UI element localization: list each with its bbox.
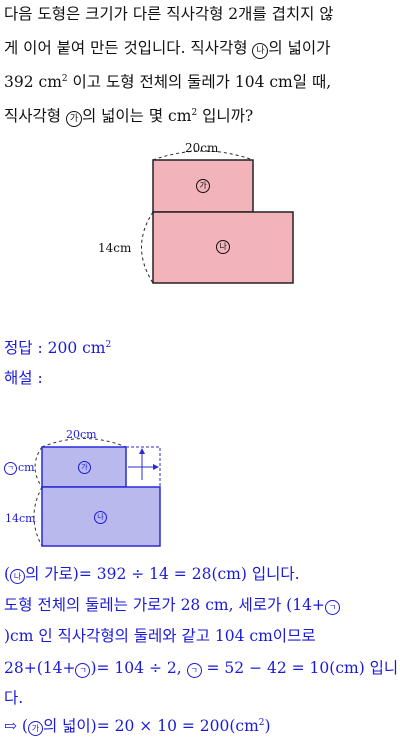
rect-a-badge: 가 — [27, 721, 43, 736]
question-text: 입니까? — [197, 107, 254, 125]
sol-left-arc-a — [34, 446, 43, 488]
superscript: 2 — [61, 73, 68, 84]
sol-rect-b-label: 나 — [94, 511, 107, 524]
var-badge: ㄱ — [186, 663, 202, 678]
solution-text: )= 104 ÷ 2, — [90, 659, 187, 677]
sol-top-label: 20cm — [66, 428, 97, 441]
superscript: 2 — [258, 717, 265, 728]
solution-line-2: 도형 전체의 둘레는 가로가 28 cm, 세로가 (14+ㄱ — [4, 593, 340, 615]
solution-line-4: 28+(14+ㄱ)= 104 ÷ 2, ㄱ = 52 − 42 = 10(cm)… — [4, 656, 398, 678]
superscript: 2 — [191, 107, 198, 118]
solution-text: = 52 − 42 = 10(cm) 입니 — [201, 659, 399, 677]
sol-bottom-label: 14cm — [5, 512, 36, 525]
answer-text: 정답 : 200 cm — [4, 339, 106, 357]
rect-b-badge: 나 — [10, 569, 26, 584]
rect-b-label: 나 — [216, 240, 230, 254]
paren-open: ( — [4, 565, 11, 583]
solution-label: 해설 : — [4, 369, 43, 387]
solution-text: 의 넓이)= 20 × 10 = 200(cm — [42, 717, 259, 735]
solution-text: ⇨ ( — [4, 717, 28, 735]
sol-left-label: cm — [18, 461, 35, 474]
question-text: 직사각형 — [4, 107, 66, 125]
superscript: 2 — [105, 339, 112, 350]
var-badge: ㄱ — [75, 663, 91, 678]
solution-text: 도형 전체의 둘레는 가로가 28 cm, 세로가 (14+ — [4, 596, 325, 614]
sol-extension-dashed — [126, 446, 161, 487]
rect-a-badge: 가 — [65, 111, 82, 127]
question-line-1: 다음 도형은 크기가 다른 직사각형 2개를 겹치지 않 — [4, 5, 334, 23]
solution-text: ) — [264, 717, 271, 735]
sol-right-arrowhead — [153, 464, 159, 470]
question-text: 의 넓이는 몇 cm — [81, 107, 192, 125]
answer-line: 정답 : 200 cm2 — [4, 336, 111, 358]
solution-text: 28+(14+ — [4, 659, 76, 677]
solution-text: 의 가로)= 392 ÷ 14 = 28(cm) 입니다. — [25, 565, 300, 583]
solution-line-3: )cm 인 직사각형의 둘레와 같고 104 cm이므로 — [4, 627, 316, 645]
sol-left-badge: ㄱ — [4, 462, 17, 475]
top-dimension-arc — [152, 150, 254, 161]
question-text: 392 cm — [4, 73, 62, 91]
question-text: 게 이어 붙여 만든 것입니다. 직사각형 — [4, 39, 253, 57]
var-badge: ㄱ — [324, 600, 340, 615]
sol-rect-a-label: 가 — [78, 461, 91, 474]
side-dimension-arc — [141, 211, 154, 284]
rect-a-label: 가 — [196, 179, 210, 193]
sol-up-arrowhead — [139, 448, 145, 454]
question-line-3: 392 cm2 이고 도형 전체의 둘레가 104 cm일 때, — [4, 70, 331, 92]
question-text: 의 넓이가 — [268, 39, 331, 57]
solution-line-5: 다. — [4, 689, 24, 707]
sol-left-arc-b — [33, 486, 43, 547]
rect-b-badge: 나 — [252, 43, 269, 59]
top-dimension-label: 20cm — [185, 141, 219, 155]
sol-top-arc — [41, 438, 127, 448]
question-text: 이고 도형 전체의 둘레가 104 cm일 때, — [67, 73, 332, 91]
side-dimension-label: 14cm — [98, 241, 132, 255]
